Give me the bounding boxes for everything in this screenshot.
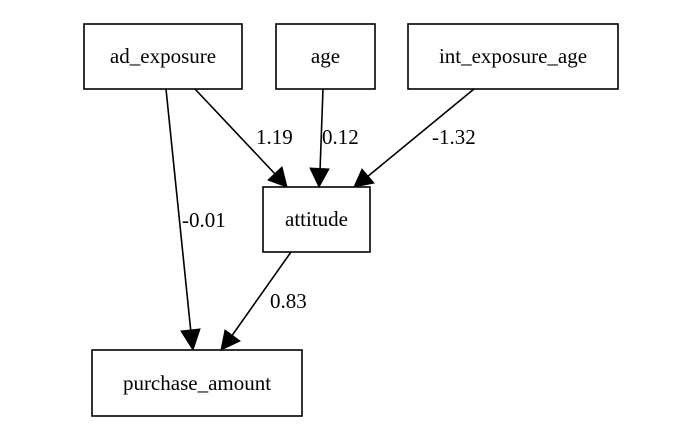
- node-box: [262, 186, 371, 253]
- edge-line: [366, 88, 475, 178]
- arrowhead-icon: [267, 166, 288, 188]
- arrowhead-icon: [220, 329, 241, 351]
- node-box: [83, 23, 243, 90]
- edge-line: [165, 88, 192, 334]
- node-box: [91, 349, 303, 417]
- node-box: [275, 23, 376, 90]
- edge-label: -1.32: [432, 125, 476, 149]
- arrowhead-icon: [180, 328, 201, 352]
- edge-ad-exposure-to-purchase-amount: -0.01: [165, 88, 226, 352]
- node-box: [407, 23, 619, 90]
- edge-age-to-attitude: 0.12: [309, 88, 359, 189]
- arrowhead-icon: [309, 167, 330, 189]
- node-label: int_exposure_age: [439, 44, 587, 68]
- edge-label: 0.12: [322, 125, 359, 149]
- node-age: age: [275, 23, 376, 90]
- node-label: attitude: [285, 207, 348, 231]
- edge-label: -0.01: [182, 208, 226, 232]
- edge-label: 0.83: [270, 289, 307, 313]
- edge-int-exposure-age-to-attitude: -1.32: [353, 88, 476, 188]
- node-int-exposure-age: int_exposure_age: [407, 23, 619, 90]
- edge-label: 1.19: [256, 125, 293, 149]
- edge-ad-exposure-to-attitude: 1.19: [194, 88, 293, 188]
- node-label: ad_exposure: [110, 44, 216, 68]
- edge-line: [230, 251, 292, 338]
- node-label: age: [311, 44, 340, 68]
- node-label: purchase_amount: [123, 371, 271, 395]
- edge-line: [319, 88, 324, 172]
- node-purchase-amount: purchase_amount: [91, 349, 303, 417]
- node-attitude: attitude: [262, 186, 371, 253]
- edge-attitude-to-purchase-amount: 0.83: [220, 251, 307, 351]
- edge-line: [194, 88, 277, 176]
- arrowhead-icon: [353, 168, 375, 188]
- node-ad-exposure: ad_exposure: [83, 23, 243, 90]
